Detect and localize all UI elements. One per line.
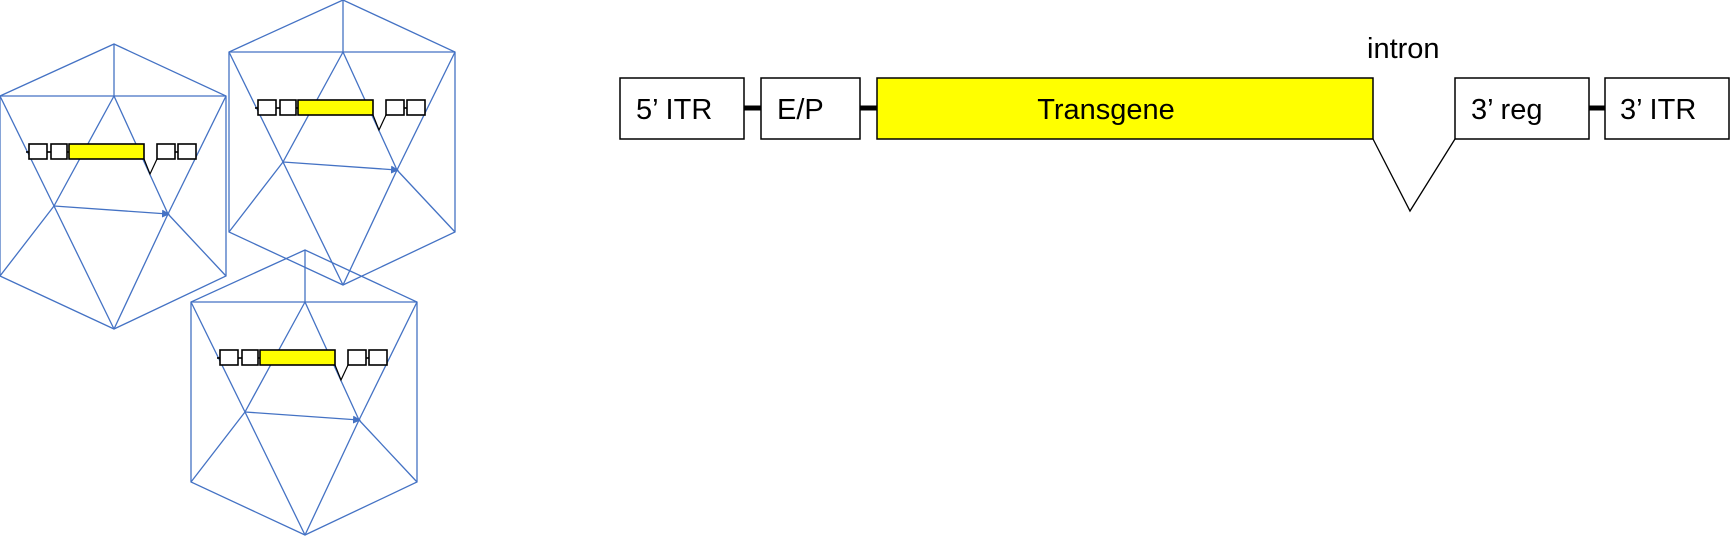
- construct-diagram: 5’ ITR E/P Transgene intron 3’ reg 3’ IT…: [619, 33, 1730, 213]
- capsid-top-right: [228, 0, 456, 286]
- ep-box: [760, 77, 861, 140]
- itr5-label: 5’ ITR: [636, 94, 712, 126]
- reg3-label: 3’ reg: [1471, 94, 1542, 126]
- mini-construct: [217, 349, 388, 382]
- mini-construct: [26, 143, 197, 176]
- itr3-label: 3’ ITR: [1620, 94, 1696, 126]
- intron-label: intron: [1367, 33, 1440, 65]
- ep-label: E/P: [777, 94, 824, 126]
- transgene-box: [876, 77, 1374, 140]
- capsid-top-left: [0, 43, 227, 330]
- itr5-box: [619, 77, 745, 140]
- intron-line: [1372, 138, 1456, 213]
- transgene-label: Transgene: [1037, 94, 1175, 126]
- capsid-bottom: [190, 249, 418, 536]
- itr3-box: [1604, 77, 1730, 140]
- reg3-box: [1454, 77, 1590, 140]
- mini-construct: [255, 99, 426, 132]
